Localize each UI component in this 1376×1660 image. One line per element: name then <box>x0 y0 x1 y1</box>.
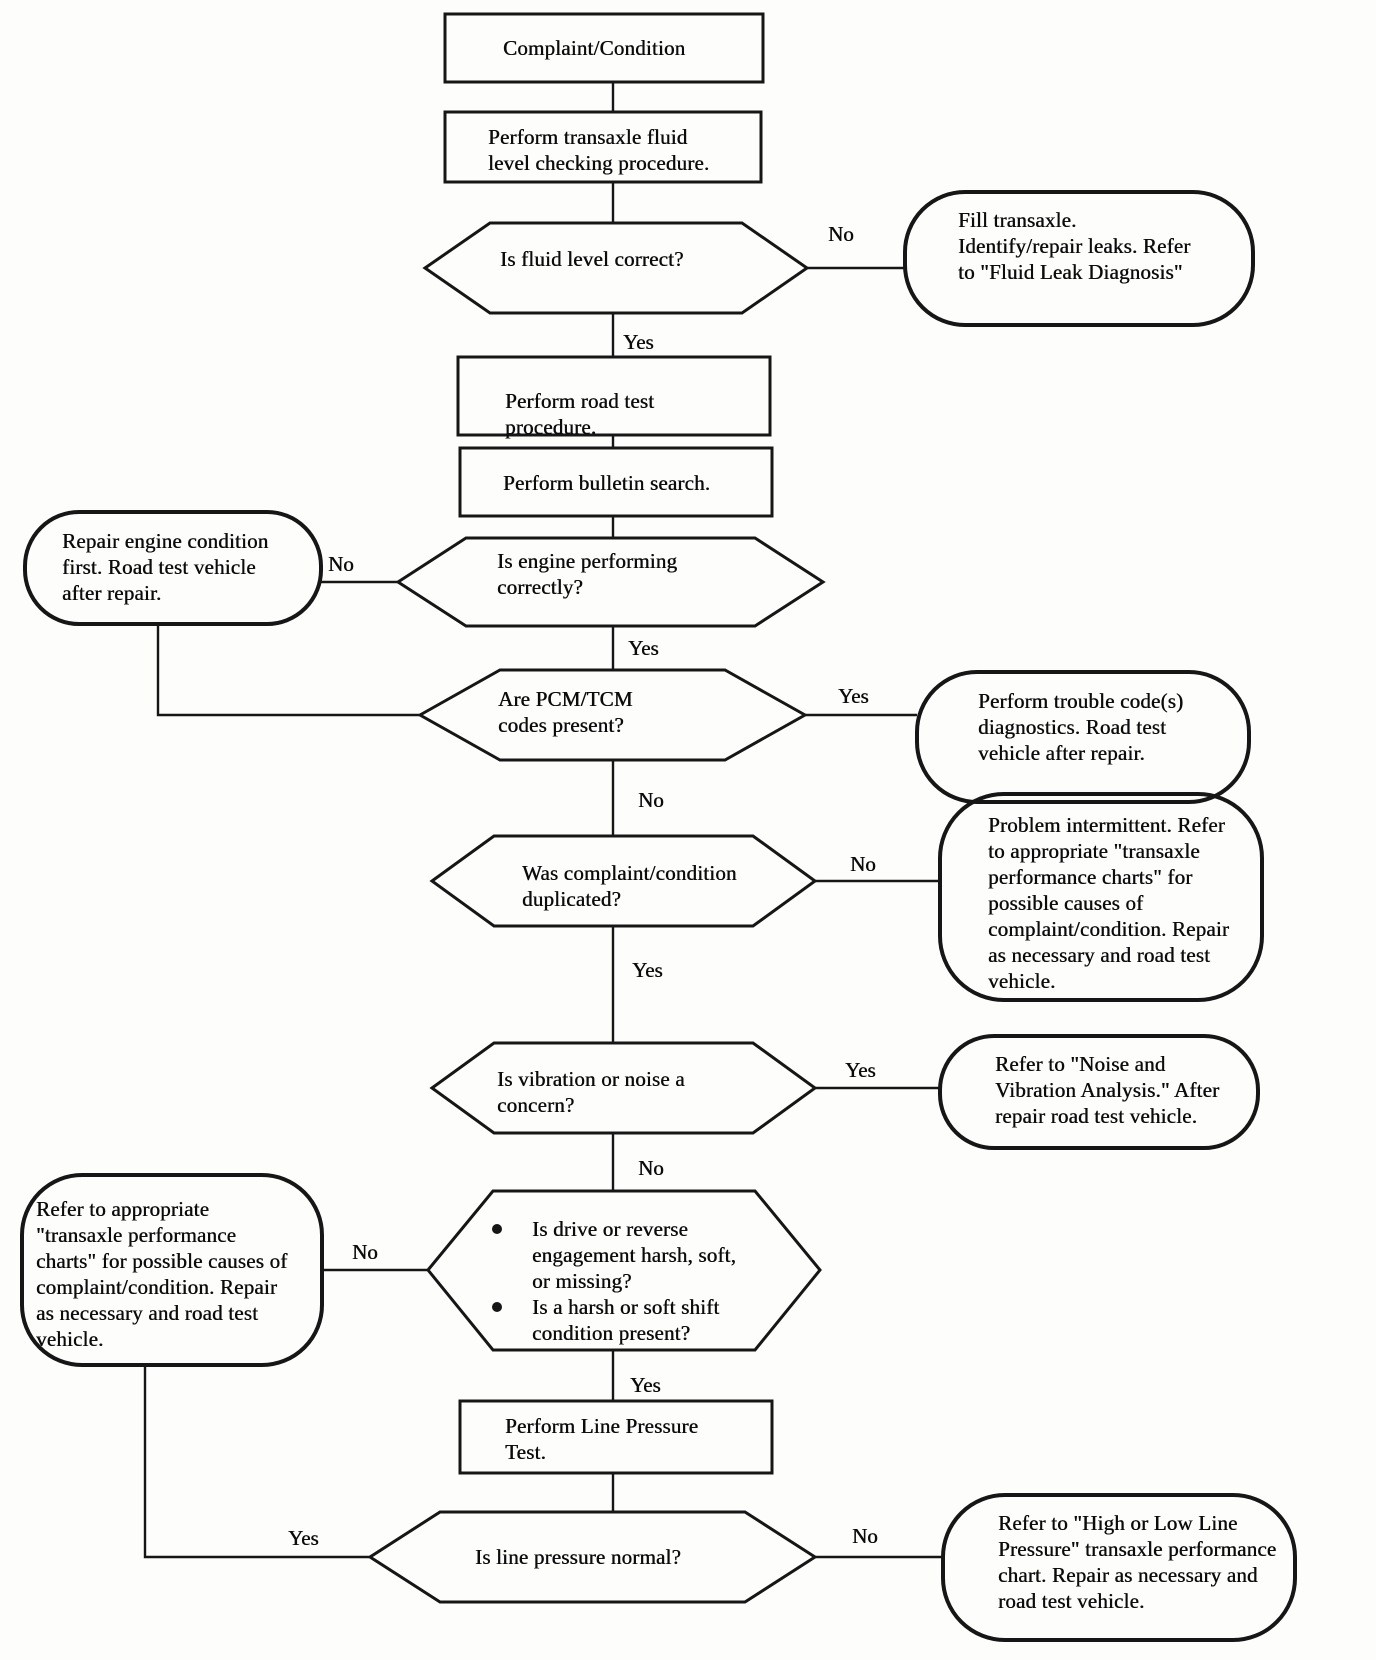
road-test-label: Perform road test procedure. <box>505 389 655 439</box>
decision-engine-performance <box>398 538 823 626</box>
edge-label-vib-yes: Yes <box>845 1058 876 1082</box>
line-pressure-test-label: Perform Line Pressure Test. <box>505 1414 699 1464</box>
decision-vibration-noise <box>432 1043 815 1133</box>
action-fill-transaxle <box>905 192 1253 325</box>
edge-label-vib-no: No <box>638 1156 664 1180</box>
charts-referral-label: Refer to appropriate "transaxle performa… <box>36 1197 288 1351</box>
edge-label-engine-yes: Yes <box>628 636 659 660</box>
decision-engagement-shift <box>428 1191 820 1350</box>
decision-pcm-tcm-codes <box>420 670 805 760</box>
fluid-level-check-box <box>445 112 761 182</box>
engagement-bullet1-label: Is drive or reverse engagement harsh, so… <box>532 1217 737 1293</box>
edge-label-lp-no: No <box>852 1524 878 1548</box>
fill-transaxle-label: Fill transaxle. Identify/repair leaks. R… <box>958 208 1191 284</box>
bullet-icon <box>492 1224 502 1234</box>
trouble-codes-label: Perform trouble code(s) diagnostics. Roa… <box>978 689 1184 765</box>
bulletin-search-label: Perform bulletin search. <box>503 471 711 495</box>
decision-codes-label: Are PCM/TCM codes present? <box>498 687 633 737</box>
problem-intermittent-label: Problem intermittent. Refer to appropria… <box>988 813 1230 993</box>
edge-label-dup-no: No <box>850 852 876 876</box>
edge-label-engine-no: No <box>328 552 354 576</box>
edge-label-lp-yes: Yes <box>288 1526 319 1550</box>
line-pressure-test-box <box>460 1401 772 1473</box>
decision-duplicated-label: Was complaint/condition duplicated? <box>522 861 737 911</box>
connector-repairengine-to-qcodes <box>158 624 420 715</box>
action-repair-engine <box>25 512 321 624</box>
edge-label-codes-yes: Yes <box>838 684 869 708</box>
fluid-level-check-label: Perform transaxle fluid level checking p… <box>488 125 710 175</box>
high-low-pressure-label: Refer to "High or Low Line Pressure" tra… <box>998 1511 1277 1613</box>
repair-engine-label: Repair engine condition first. Road test… <box>62 529 269 605</box>
decision-line-pressure <box>370 1512 815 1602</box>
connector-qlp-yes-to-charts <box>145 1365 370 1557</box>
decision-fluid-level-label: Is fluid level correct? <box>500 247 684 271</box>
decision-vibration-label: Is vibration or noise a concern? <box>497 1067 685 1117</box>
edge-label-dup-yes: Yes <box>632 958 663 982</box>
edge-label-codes-no: No <box>638 788 664 812</box>
decision-line-pressure-label: Is line pressure normal? <box>475 1545 681 1569</box>
edge-label-engage-no: No <box>352 1240 378 1264</box>
action-trouble-code-diagnostics <box>917 672 1249 802</box>
noise-vibration-label: Refer to "Noise and Vibration Analysis."… <box>995 1052 1220 1128</box>
action-noise-vibration-analysis <box>940 1036 1258 1148</box>
action-high-low-line-pressure <box>943 1495 1295 1640</box>
decision-complaint-duplicated <box>432 836 815 926</box>
decision-engine-label: Is engine performing correctly? <box>497 549 678 599</box>
bullet-icon <box>492 1302 502 1312</box>
edge-label-engage-yes: Yes <box>630 1373 661 1397</box>
complaint-condition-label: Complaint/Condition <box>503 36 686 60</box>
engagement-bullet2-label: Is a harsh or soft shift condition prese… <box>532 1295 720 1345</box>
edge-label-fluid-yes: Yes <box>623 330 654 354</box>
action-performance-charts <box>22 1175 322 1365</box>
decision-fluid-level <box>425 223 807 313</box>
road-test-box <box>458 357 770 435</box>
action-problem-intermittent <box>940 794 1262 1000</box>
edge-label-fluid-no: No <box>828 222 854 246</box>
complaint-condition-box <box>445 14 763 82</box>
bulletin-search-box <box>460 448 772 516</box>
